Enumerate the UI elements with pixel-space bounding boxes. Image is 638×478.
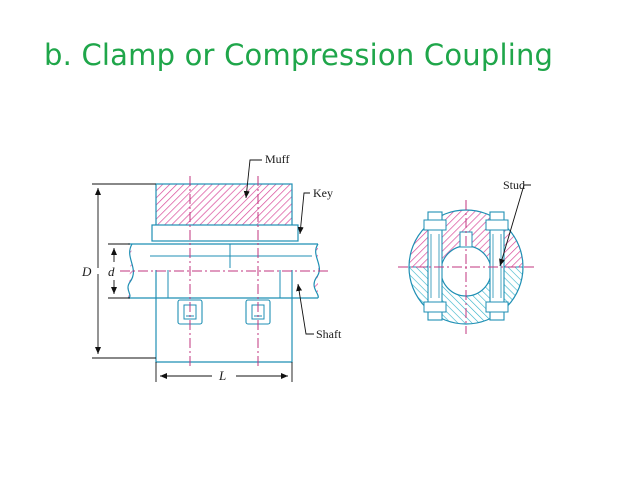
- end-view: [398, 184, 534, 334]
- stud-leader: [499, 184, 531, 267]
- dim-D-label: D: [81, 264, 92, 279]
- shaft-break-right: [313, 243, 321, 299]
- stud-left: [423, 211, 447, 321]
- key-leader: [297, 192, 310, 235]
- slide-title: b. Clamp or Compression Coupling: [44, 38, 554, 72]
- lower-muff: [155, 270, 293, 363]
- dim-L-label: L: [218, 368, 226, 383]
- shaft-label: Shaft: [316, 327, 342, 341]
- stud-right: [485, 211, 509, 321]
- shaft: [128, 243, 318, 299]
- muff-label: Muff: [265, 152, 289, 166]
- upper-muff: [155, 183, 293, 227]
- key: [151, 224, 299, 242]
- key-label: Key: [313, 186, 333, 200]
- dimension-D: [92, 183, 156, 359]
- shaft-break-left: [127, 243, 135, 299]
- shaft-bore: [440, 245, 492, 297]
- dimension-d: [108, 243, 130, 299]
- dim-d-label: d: [108, 264, 115, 279]
- muff-leader: [243, 159, 262, 199]
- dimension-L: [155, 362, 293, 382]
- side-view: [92, 159, 330, 382]
- stud-label: Stud: [503, 178, 525, 192]
- shaft-leader: [296, 283, 314, 335]
